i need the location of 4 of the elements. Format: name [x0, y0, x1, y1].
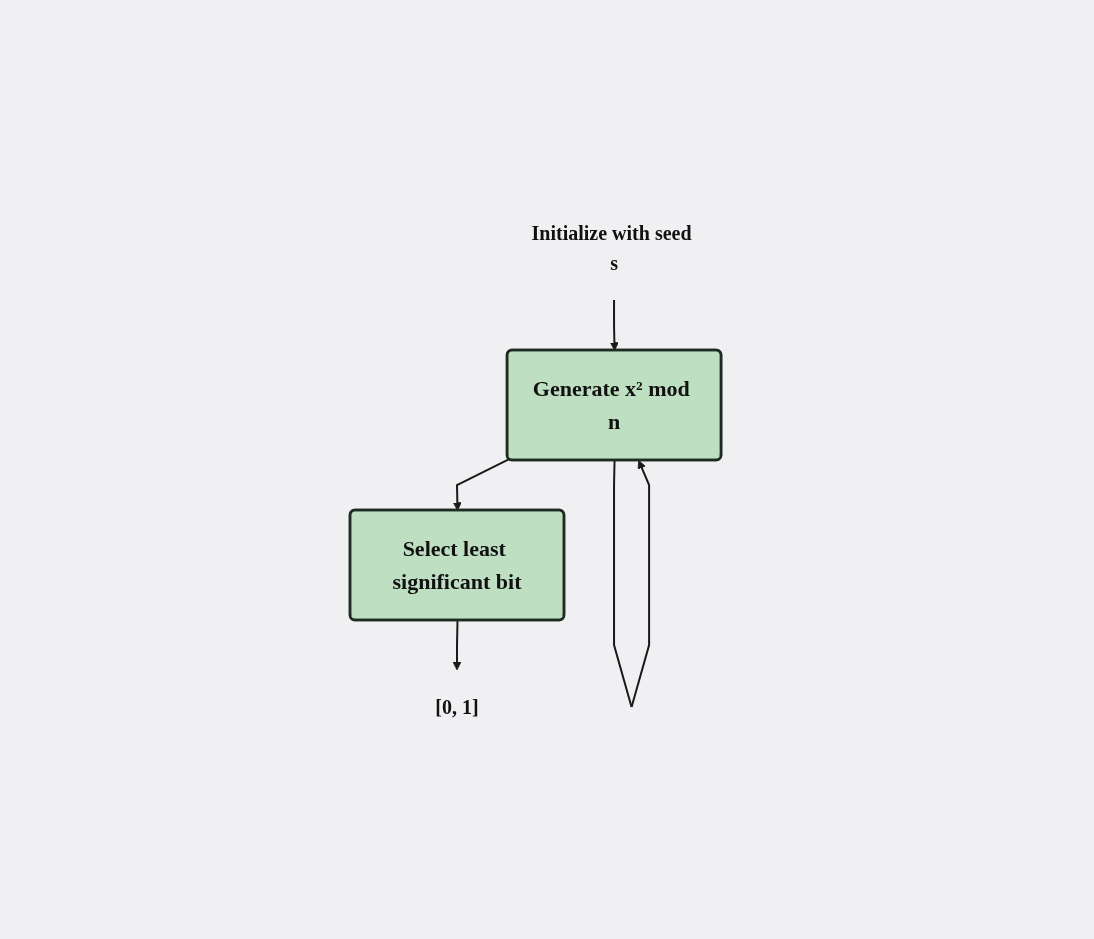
arrow	[613, 459, 651, 708]
node-text: [0, 1]	[435, 695, 480, 718]
node-text: Initialize with seed s	[532, 221, 693, 274]
arrow	[453, 619, 462, 670]
